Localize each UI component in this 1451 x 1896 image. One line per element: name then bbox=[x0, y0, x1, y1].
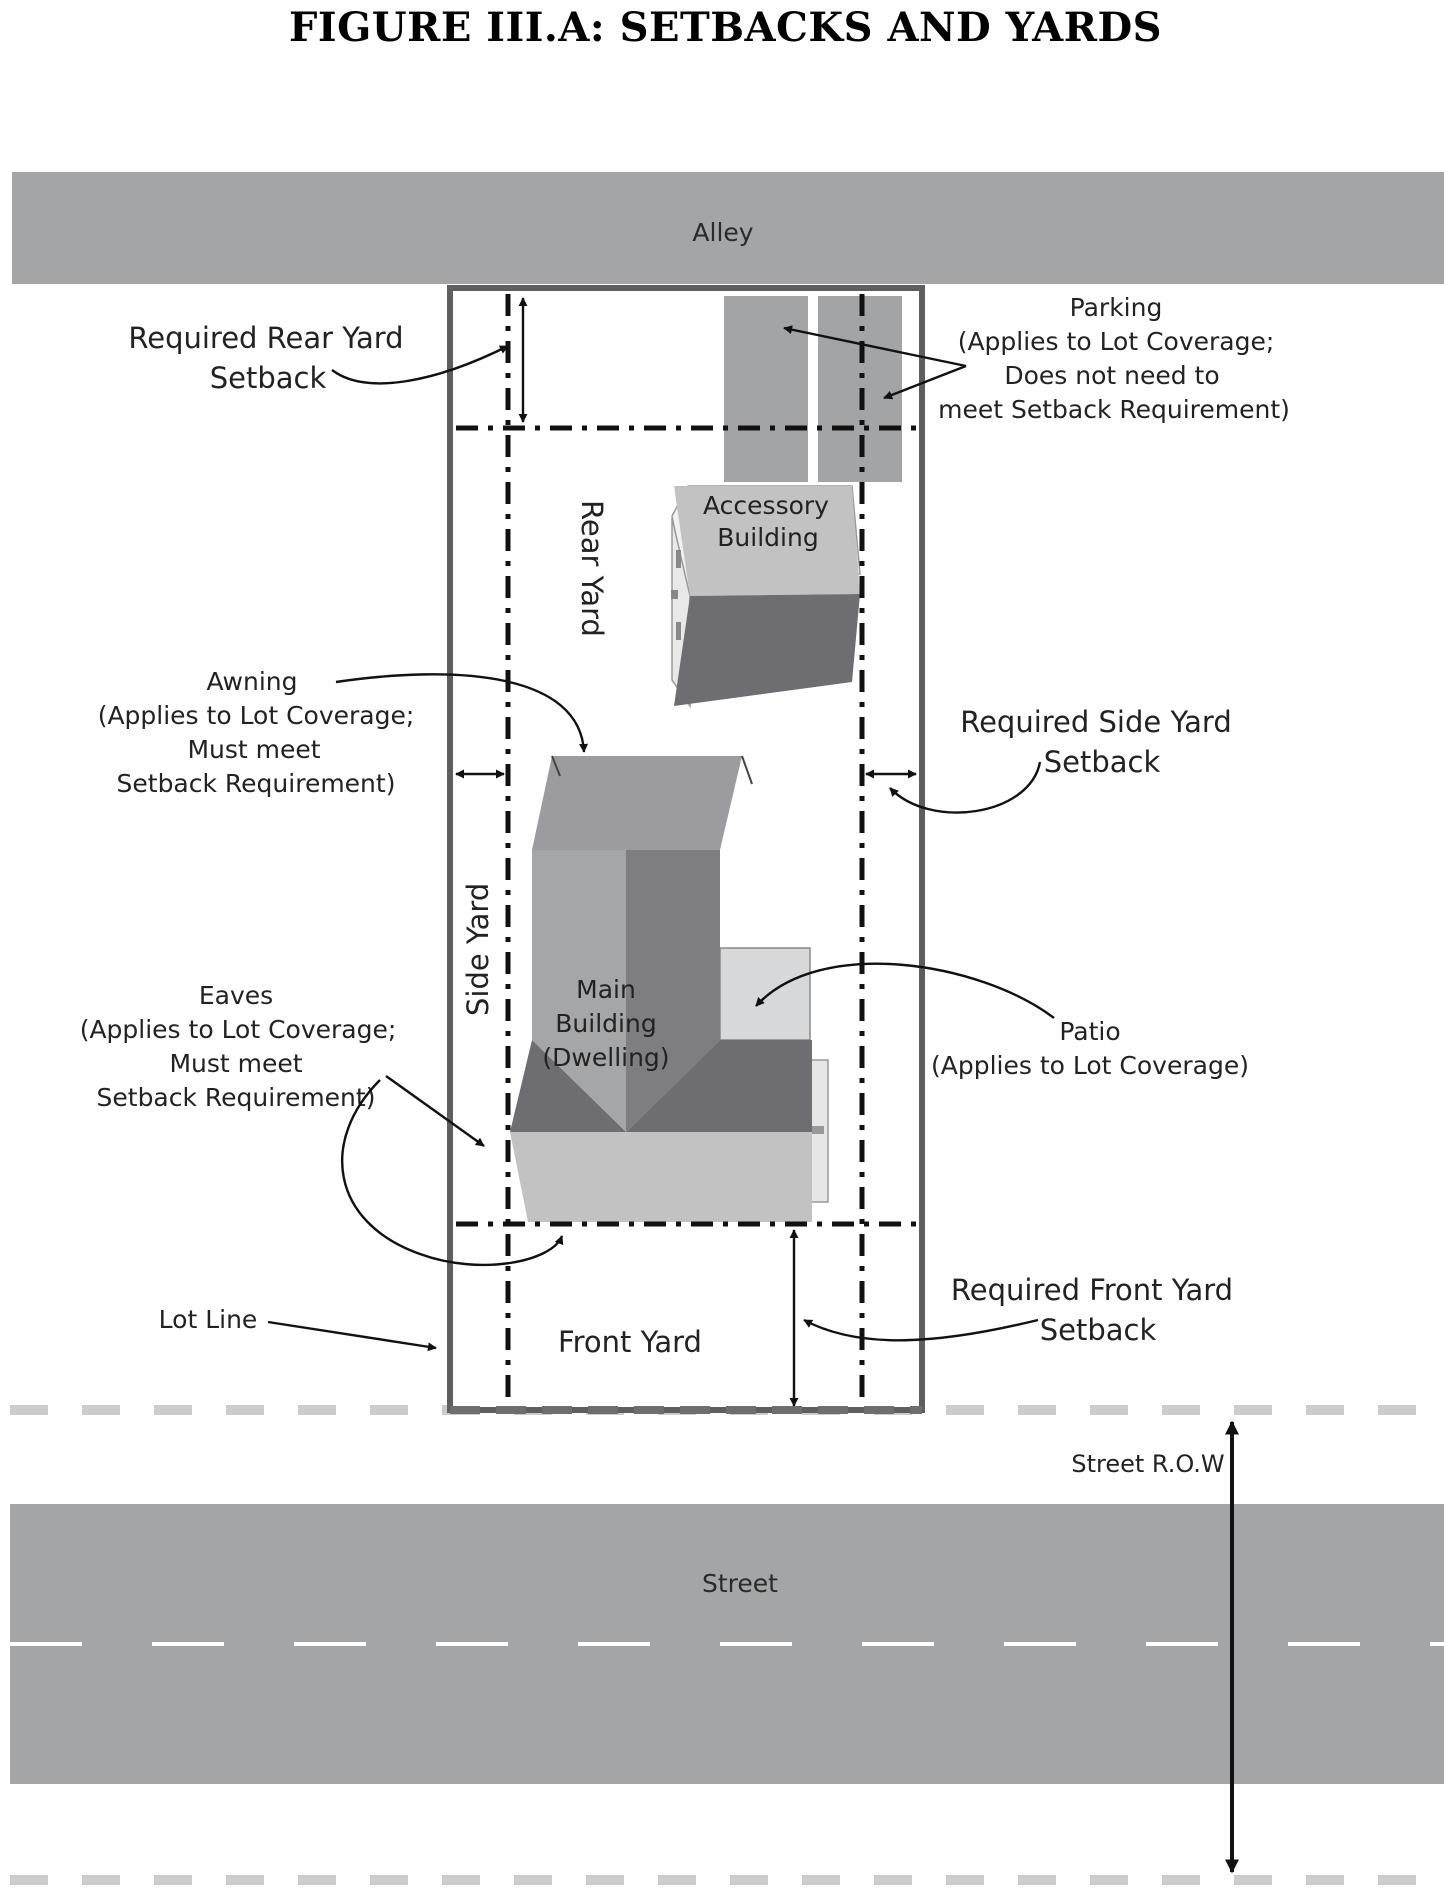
parking-stall-left bbox=[724, 296, 808, 482]
side-yard-label: Side Yard bbox=[461, 883, 495, 1016]
callout-lot-line: Lot Line bbox=[159, 1305, 437, 1352]
awning-text-4: Setback Requirement) bbox=[117, 769, 396, 798]
alley-label: Alley bbox=[692, 218, 753, 247]
side-setback-text-1: Required Side Yard bbox=[960, 705, 1232, 739]
parking-text-2: (Applies to Lot Coverage; bbox=[958, 327, 1275, 356]
figure-title: FIGURE III.A: SETBACKS AND YARDS bbox=[288, 4, 1163, 51]
street-label: Street bbox=[702, 1569, 778, 1598]
callout-awning: Awning (Applies to Lot Coverage; Must me… bbox=[98, 667, 589, 798]
callout-front-yard-setback: Required Front Yard Setback bbox=[803, 1273, 1233, 1347]
patio-text-1: Patio bbox=[1059, 1017, 1120, 1046]
parking-text-3: Does not need to bbox=[1004, 361, 1219, 390]
eaves-text-4: Setback Requirement) bbox=[97, 1083, 376, 1112]
front-setback-text-2: Setback bbox=[1040, 1313, 1157, 1347]
main-building-label-3: (Dwelling) bbox=[542, 1043, 669, 1072]
eaves-text-1: Eaves bbox=[199, 981, 273, 1010]
rear-yard-label: Rear Yard bbox=[575, 500, 609, 637]
awning-text-2: (Applies to Lot Coverage; bbox=[98, 701, 415, 730]
main-building-label-2: Building bbox=[555, 1009, 656, 1038]
patio-text-2: (Applies to Lot Coverage) bbox=[931, 1051, 1249, 1080]
callout-parking: Parking (Applies to Lot Coverage; Does n… bbox=[783, 293, 1290, 424]
patio bbox=[719, 947, 811, 1041]
eaves-text-2: (Applies to Lot Coverage; bbox=[80, 1015, 397, 1044]
street-row-label: Street R.O.W bbox=[1071, 1450, 1224, 1478]
awning-text-3: Must meet bbox=[187, 735, 320, 764]
callout-eaves: Eaves (Applies to Lot Coverage; Must mee… bbox=[80, 981, 564, 1266]
callout-rear-yard-setback: Required Rear Yard Setback bbox=[128, 321, 509, 395]
callout-side-yard-setback: Required Side Yard Setback bbox=[889, 705, 1232, 814]
accessory-building-label-2: Building bbox=[717, 523, 818, 552]
awning-text-1: Awning bbox=[206, 667, 297, 696]
eaves-text-3: Must meet bbox=[169, 1049, 302, 1078]
accessory-building: Accessory Building bbox=[671, 485, 861, 709]
side-setback-text-2: Setback bbox=[1044, 745, 1161, 779]
accessory-building-label-1: Accessory bbox=[703, 491, 829, 520]
parking-text-4: meet Setback Requirement) bbox=[938, 395, 1290, 424]
callout-patio: Patio (Applies to Lot Coverage) bbox=[755, 962, 1249, 1080]
alley bbox=[12, 172, 1444, 284]
main-building-label-1: Main bbox=[576, 975, 636, 1004]
parking-text-1: Parking bbox=[1070, 293, 1163, 322]
lot-line-text: Lot Line bbox=[159, 1305, 258, 1334]
main-building: Main Building (Dwelling) bbox=[510, 755, 829, 1222]
front-yard-label: Front Yard bbox=[558, 1325, 702, 1359]
front-setback-text-1: Required Front Yard bbox=[951, 1273, 1233, 1307]
awning bbox=[532, 756, 742, 850]
rear-setback-text-2: Setback bbox=[210, 361, 327, 395]
rear-setback-text-1: Required Rear Yard bbox=[128, 321, 403, 355]
